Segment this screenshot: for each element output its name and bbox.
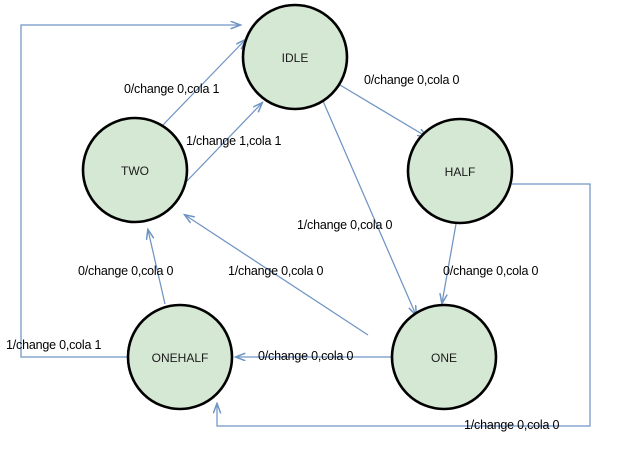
edge-label-onehalf-to-idle-1: 1/change 0,cola 1 (6, 338, 102, 352)
edge-label-half-to-one-0: 0/change 0,cola 0 (443, 264, 539, 278)
edge-label-idle-to-half-0: 0/change 0,cola 0 (364, 73, 460, 87)
edge-label-two-to-idle-1: 1/change 1,cola 1 (186, 134, 282, 148)
edge-onehalf-to-idle-path (20, 25, 240, 358)
edge-two-to-idle-zero-path (159, 40, 245, 129)
edge-idle-to-one-path (322, 100, 416, 315)
edge-idle-to-half-path (339, 84, 427, 137)
edge-label-one-to-onehalf-0: 0/change 0,cola 0 (258, 349, 354, 363)
edge-label-onehalf-to-two-0: 0/change 0,cola 0 (78, 264, 174, 278)
edge-onehalf-to-two-path (148, 230, 166, 305)
state-node-half[interactable] (406, 117, 514, 225)
state-label-idle: IDLE (282, 51, 309, 65)
edge-one-to-two-path (185, 215, 369, 336)
edge-half-to-onehalf-path (217, 183, 591, 427)
state-node-idle[interactable] (241, 3, 349, 111)
state-label-onehalf: ONEHALF (152, 351, 209, 365)
edge-two-to-idle-one-path (185, 103, 262, 183)
edge-half-to-one-path (442, 223, 457, 303)
edge-label-idle-to-one-1: 1/change 0,cola 0 (297, 218, 393, 232)
state-label-two: TWO (121, 164, 149, 178)
state-node-two[interactable] (81, 116, 189, 224)
state-node-onehalf[interactable] (126, 303, 234, 411)
state-node-one[interactable] (390, 303, 498, 411)
edge-label-two-to-idle-0: 0/change 0,cola 1 (124, 82, 220, 96)
state-label-half: HALF (445, 165, 476, 179)
state-label-one: ONE (431, 351, 457, 365)
edge-label-one-to-two-1: 1/change 0,cola 0 (228, 264, 324, 278)
edge-label-half-to-onehalf-1: 1/change 0,cola 0 (464, 418, 560, 432)
